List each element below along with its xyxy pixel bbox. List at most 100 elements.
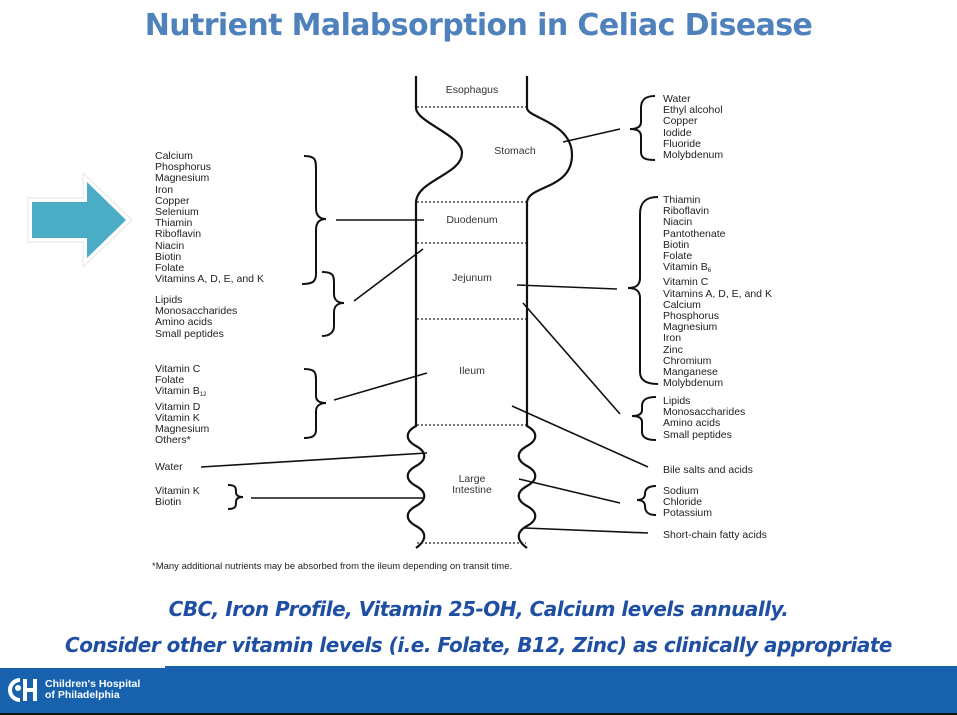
nutrient: Magnesium (155, 172, 210, 185)
list-duodenum-jejunum: Lipids Monosaccharides Amino acids Small… (155, 294, 238, 340)
nutrient: Vitamins A, D, E, and K (155, 273, 264, 286)
brace-stomach (629, 95, 656, 161)
nutrient: Thiamin (155, 217, 193, 230)
connector-jejunum-ileum (522, 302, 621, 415)
list-duodenum: Calcium Phosphorus Magnesium Iron Copper… (155, 150, 264, 286)
note-line-2: Consider other vitamin levels (i.e. Fola… (65, 633, 892, 657)
segment-ileum: Ileum (459, 365, 485, 377)
org-name-line1: Children's Hospital (45, 678, 141, 690)
list-large-intestine-right: Sodium Chloride Potassium (663, 485, 713, 520)
segment-jejunum: Jejunum (452, 272, 492, 284)
nutrient: Iron (155, 183, 174, 196)
nutrient: Magnesium (155, 423, 210, 436)
segment-esophagus: Esophagus (445, 84, 499, 96)
connector-large-right (518, 478, 621, 504)
nutrient: Copper (663, 115, 698, 128)
nutrient: Vitamin C (155, 363, 201, 375)
nutrient-text: Vitamin B (663, 261, 708, 274)
tract-right-wall (517, 76, 574, 549)
label-bile: Bile salts and acids (663, 464, 753, 476)
nutrient: Vitamin C (663, 276, 709, 289)
gi-tract-diagram (200, 76, 659, 549)
nutrient: Magnesium (663, 321, 718, 334)
nutrient: Niacin (155, 239, 185, 252)
nutrient: Chromium (663, 354, 712, 367)
brace-jejunum (627, 196, 659, 385)
nutrient: Biotin (155, 250, 182, 263)
nutrient: Zinc (663, 343, 683, 356)
nutrient: Water (663, 93, 691, 105)
segment-large-intestine-line1: Large (458, 473, 486, 485)
list-large-intestine-left: Vitamin K Biotin (155, 485, 200, 509)
subscript: 12 (199, 392, 207, 399)
nutrient: Amino acids (155, 316, 213, 329)
segment-duodenum: Duodenum (446, 214, 498, 226)
nutrient: Others* (155, 434, 191, 447)
note-line-1: CBC, Iron Profile, Vitamin 25-OH, Calciu… (168, 597, 789, 621)
nutrient: Ethyl alcohol (663, 104, 723, 117)
chop-logo-icon (8, 678, 37, 702)
list-ileum: Vitamin C Folate Vitamin B12 Vitamin D V… (155, 363, 210, 447)
list-jejunum: Thiamin Riboflavin Niacin Pantothenate B… (663, 194, 772, 390)
nutrient: Vitamins A, D, E, and K (663, 287, 772, 300)
nutrient: Vitamin K (155, 485, 200, 497)
nutrient: Small peptides (663, 428, 732, 441)
nutrient: Manganese (663, 366, 718, 379)
nutrient: Monosaccharides (155, 305, 238, 318)
nutrient: Molybdenum (663, 377, 724, 390)
subscript: 6 (707, 268, 712, 275)
nutrient: Iron (663, 332, 682, 345)
nutrient: Phosphorus (663, 310, 720, 323)
nutrient: Biotin (663, 238, 690, 251)
label-scfa: Short-chain fatty acids (663, 529, 767, 541)
nutrient: Lipids (663, 395, 691, 407)
nutrient: Vitamin B6 (663, 262, 772, 277)
right-arrow-icon (27, 171, 133, 269)
label-water-left: Water (155, 461, 183, 473)
list-stomach: Water Ethyl alcohol Copper Iodide Fluori… (663, 93, 723, 161)
nutrient: Calcium (663, 298, 701, 311)
brace-large-left (227, 484, 244, 510)
nutrient: Amino acids (663, 417, 721, 430)
segment-stomach: Stomach (494, 145, 536, 157)
footer-bar: Children's Hospital of Philadelphia (0, 666, 957, 715)
connector-ileum (333, 372, 428, 401)
nutrient: Folate (155, 374, 185, 387)
connector-bile (511, 405, 649, 468)
nutrient: Folate (155, 262, 185, 275)
nutrient: Vitamin K (155, 411, 200, 424)
brace-jejunum-ileum (631, 396, 657, 441)
slide-title: Nutrient Malabsorption in Celiac Disease (144, 8, 813, 43)
nutrient: Vitamin B12 (155, 386, 209, 401)
nutrient: Potassium (663, 507, 713, 520)
segment-large-intestine-line2: Intestine (452, 484, 492, 496)
chop-logo: Children's Hospital of Philadelphia (0, 666, 165, 713)
connector-jejunum (516, 284, 618, 290)
nutrient: Selenium (155, 206, 199, 219)
chop-logo-text: Children's Hospital of Philadelphia (45, 679, 140, 701)
tract-left-wall (406, 76, 464, 549)
brace-duodenum-jejunum (321, 271, 345, 337)
nutrient: Riboflavin (663, 205, 710, 218)
nutrient: Monosaccharides (663, 406, 746, 419)
nutrient: Biotin (155, 496, 182, 509)
list-jejunum-ileum: Lipids Monosaccharides Amino acids Small… (663, 395, 746, 441)
nutrient: Chloride (663, 496, 703, 509)
nutrient: Pantothenate (663, 227, 726, 240)
nutrient: Vitamin D (155, 400, 201, 413)
org-name-line2: of Philadelphia (45, 689, 120, 701)
nutrient: Fluoride (663, 137, 701, 150)
nutrient: Riboflavin (155, 228, 202, 241)
connector-duodenum-jejunum (353, 248, 424, 302)
nutrient: Calcium (155, 150, 193, 162)
nutrient: Thiamin (663, 194, 701, 206)
connector-water (200, 452, 428, 468)
segment-large-intestine: Large Intestine (417, 474, 527, 496)
nutrient: Phosphorus (155, 161, 212, 174)
brace-ileum (303, 368, 327, 439)
nutrient: Copper (155, 194, 190, 207)
nutrient-text: Vitamin B (155, 385, 200, 398)
nutrient: Lipids (155, 294, 183, 306)
connector-stomach (562, 128, 621, 143)
nutrient: Iodide (663, 126, 692, 139)
